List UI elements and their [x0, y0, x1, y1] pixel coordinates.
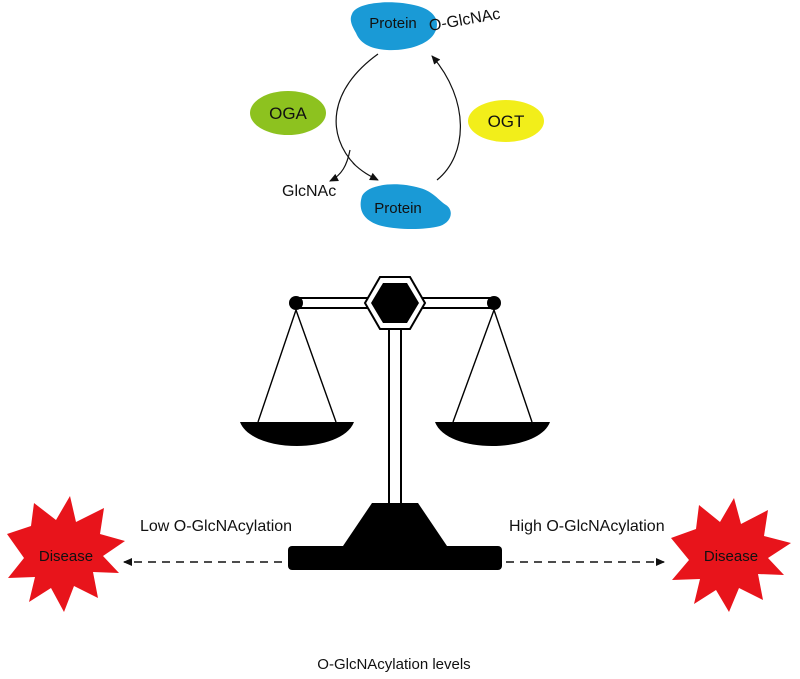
oga-ellipse: [250, 91, 326, 135]
glcnacylation-levels-label: O-GlcNAcylation levels: [317, 656, 470, 673]
left-pan-string-inner: [295, 309, 337, 423]
top-protein-blob: [350, 2, 438, 51]
top-protein-label: Protein: [369, 15, 417, 32]
oga-branch-arrow: [329, 149, 351, 182]
left-pan: [240, 422, 354, 446]
o-glcnac-modification-label: O-GlcNAc: [428, 6, 502, 35]
left-disease-label: Disease: [39, 548, 93, 565]
left-disease-shape: [7, 496, 125, 612]
right-pan-string-inner: [493, 309, 533, 423]
low-glcnacylation-label: Low O-GlcNAcylation: [140, 518, 292, 535]
top-protein: Protein: [350, 2, 438, 51]
oga-enzyme: OGA: [250, 91, 326, 135]
ogt-enzyme: OGT: [468, 100, 544, 142]
balance-scale: [240, 276, 550, 570]
scale-left-joint: [289, 296, 303, 310]
bottom-protein-blob: [360, 184, 451, 229]
right-disease-shape: [671, 498, 791, 612]
left-pan-string-outer: [257, 309, 297, 423]
bottom-protein: Protein: [360, 184, 451, 229]
oga-label: OGA: [269, 104, 307, 123]
high-glcnacylation-label: High O-GlcNAcylation: [509, 518, 665, 535]
scale-base-plate: [288, 546, 502, 570]
bottom-protein-label: Protein: [374, 200, 422, 217]
glcnac-release-arrow: [352, 162, 379, 181]
right-pan-string-outer: [452, 309, 495, 423]
scale-hub-inner: [371, 283, 419, 323]
left-disease-starburst: Disease: [7, 496, 125, 612]
ogt-label: OGT: [488, 112, 525, 131]
ogt-ellipse: [468, 100, 544, 142]
right-pan: [435, 422, 550, 446]
scale-base-upper: [343, 503, 447, 546]
glcnac-label: GlcNAc: [282, 183, 336, 200]
right-disease-starburst: Disease: [671, 498, 791, 612]
scale-right-joint: [487, 296, 501, 310]
cycle-arrow-right: [431, 55, 461, 181]
cycle-arrow-left: [335, 53, 379, 166]
right-disease-label: Disease: [704, 548, 758, 565]
scale-column: [388, 327, 402, 505]
